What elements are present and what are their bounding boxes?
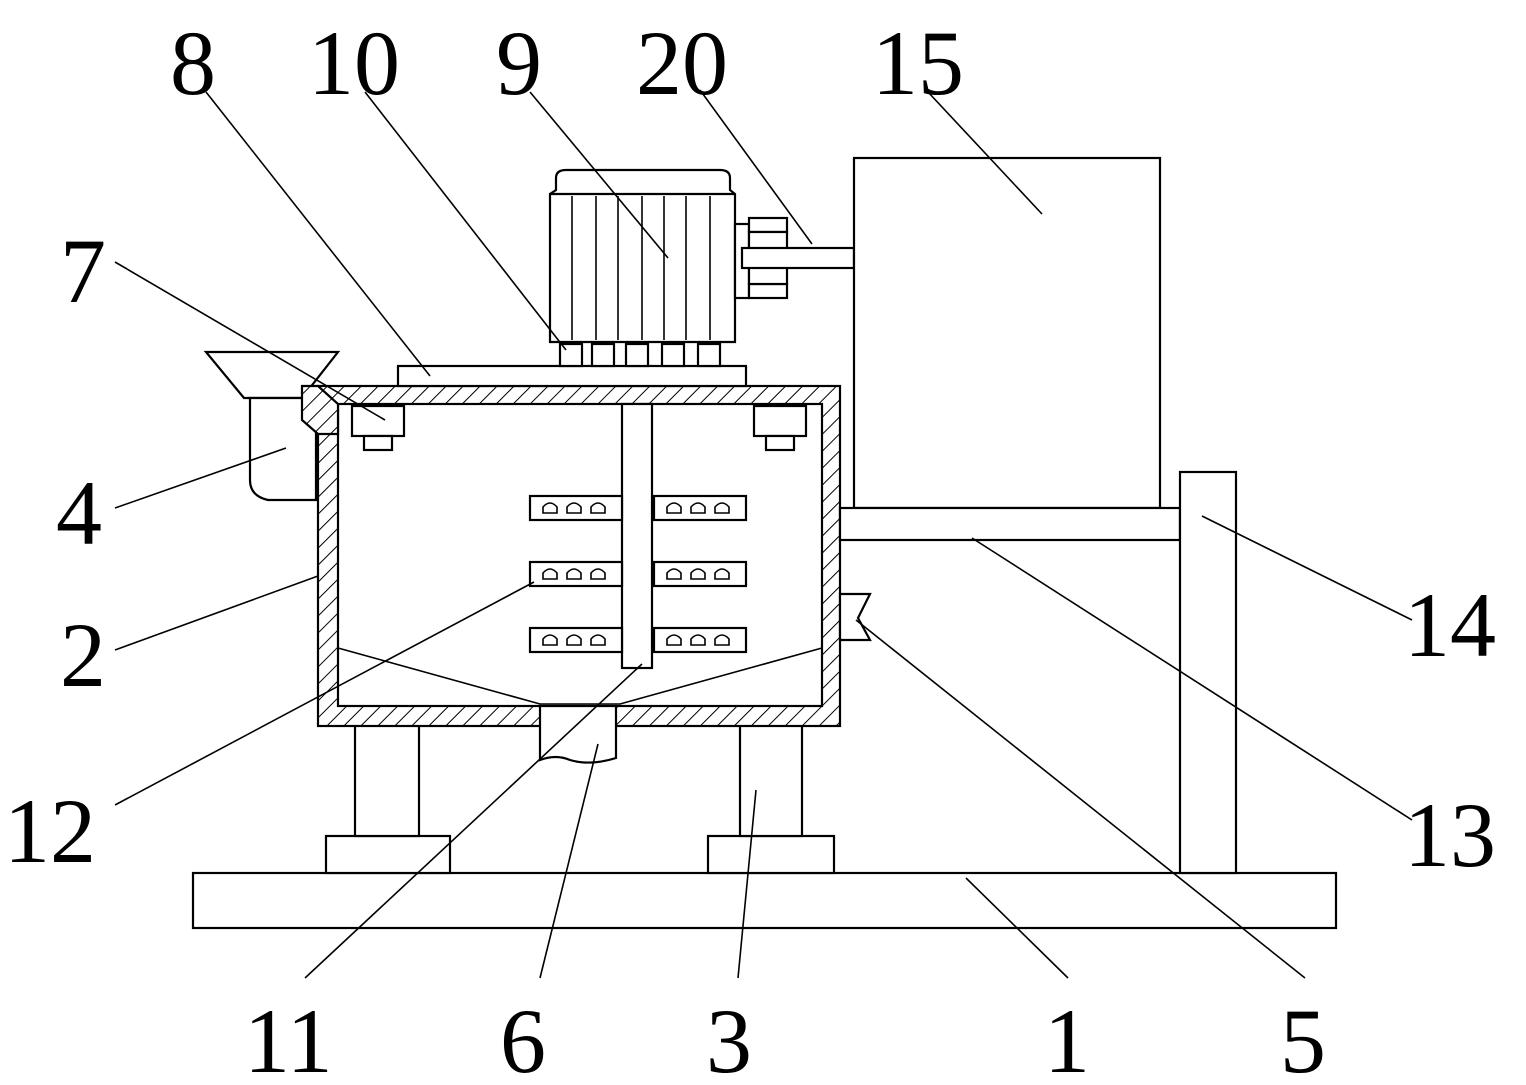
label-12: 12 [4, 780, 96, 882]
spray-head-left [350, 404, 406, 452]
blade-hole [590, 568, 606, 580]
support-beam [838, 506, 1182, 542]
label-6: 6 [500, 990, 546, 1085]
mount-plate [396, 364, 748, 388]
label-8: 8 [170, 12, 216, 114]
blade-hole [590, 502, 606, 514]
blade-bar [652, 494, 748, 522]
blade-hole [566, 568, 582, 580]
base-plate [191, 871, 1338, 930]
motor [548, 168, 737, 344]
foot-pad-left [324, 834, 452, 875]
label-1: 1 [1044, 990, 1090, 1085]
blade-bar [528, 560, 624, 588]
label-13: 13 [1404, 784, 1496, 886]
label-4: 4 [56, 462, 102, 564]
label-5: 5 [1280, 990, 1326, 1085]
control-box [852, 156, 1162, 510]
blade-bar [528, 626, 624, 654]
blade-hole [666, 634, 682, 646]
label-3: 3 [706, 990, 752, 1085]
side-valve [838, 592, 872, 642]
stirring-blades [528, 494, 748, 654]
blade-hole [566, 634, 582, 646]
outlet-pipe [538, 704, 618, 764]
label-2: 2 [60, 604, 106, 706]
blade-hole [666, 568, 682, 580]
blade-hole [542, 634, 558, 646]
sloped-bottom [337, 647, 823, 705]
blade-bar [652, 626, 748, 654]
foot-pad-right [706, 834, 836, 875]
spray-head-right [752, 404, 808, 452]
label-15: 15 [872, 12, 964, 114]
label-10: 10 [308, 12, 400, 114]
label-20: 20 [636, 12, 728, 114]
coupling [733, 216, 856, 300]
blade-hole [590, 634, 606, 646]
blade-hole [714, 568, 730, 580]
blade-hole [690, 502, 706, 514]
label-9: 9 [496, 12, 542, 114]
leg-left [353, 722, 421, 838]
blade-bar [528, 494, 624, 522]
support-column [1178, 470, 1238, 875]
blade-hole [666, 502, 682, 514]
blade-hole [690, 568, 706, 580]
leg-right [738, 722, 804, 838]
blade-hole [542, 568, 558, 580]
blade-hole [566, 502, 582, 514]
stirring-shaft [620, 402, 654, 670]
blade-hole [542, 502, 558, 514]
blade-hole [714, 634, 730, 646]
motor-feet [558, 342, 722, 368]
label-14: 14 [1404, 574, 1496, 676]
blade-bar [652, 560, 748, 588]
blade-hole [714, 502, 730, 514]
label-7: 7 [60, 220, 106, 322]
blade-hole [690, 634, 706, 646]
mixing-tank [316, 384, 842, 728]
label-11: 11 [244, 990, 333, 1085]
leader-lines [114, 89, 1413, 979]
